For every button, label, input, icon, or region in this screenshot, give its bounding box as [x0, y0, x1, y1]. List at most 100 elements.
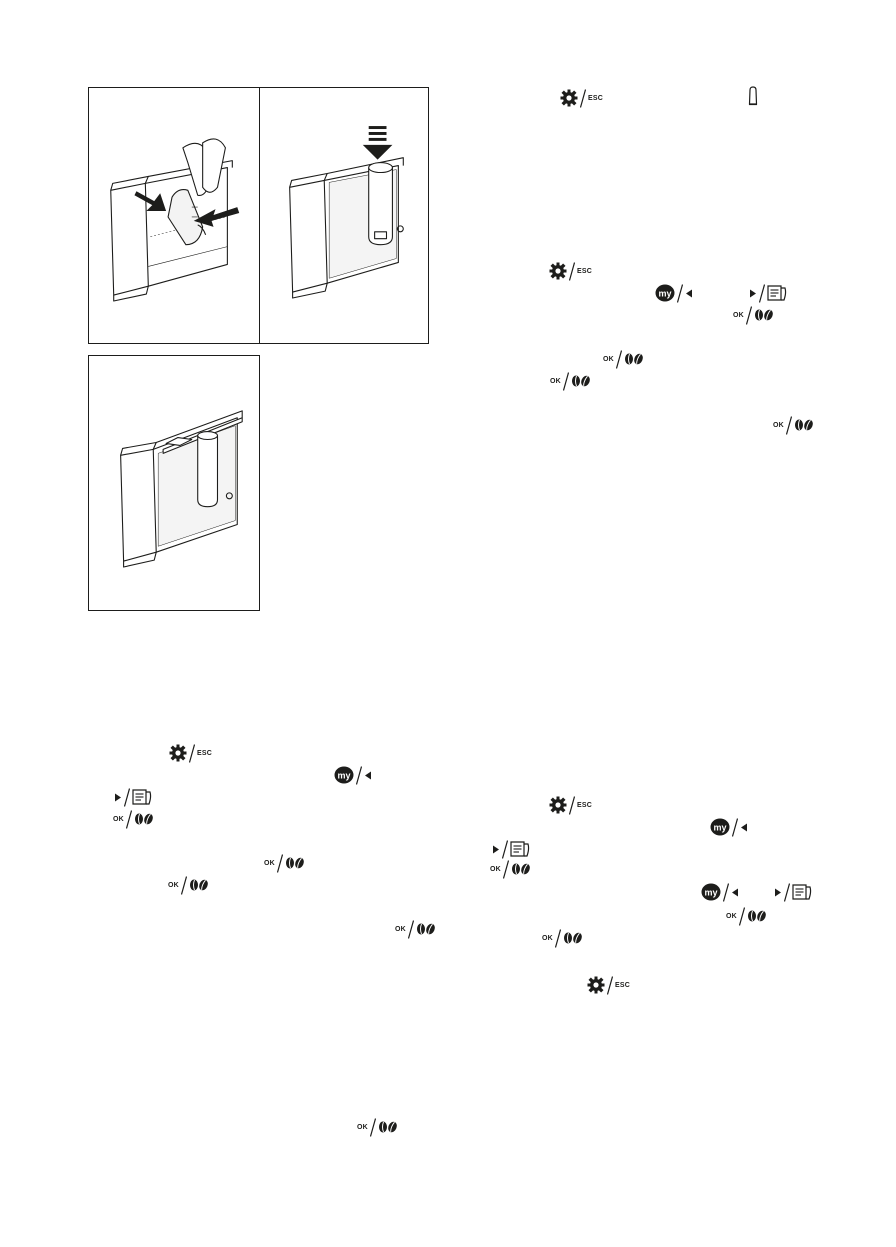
- my-left-symbol: my: [710, 817, 748, 837]
- slash-icon: [745, 305, 752, 325]
- coffee-beans-icon: [624, 353, 643, 365]
- slash-icon: [569, 795, 575, 815]
- slash-icon: [784, 882, 790, 902]
- water-tank-filter-press-illustration: [289, 126, 404, 299]
- esc-label: ESC: [615, 981, 630, 989]
- settings-esc-symbol: ESC: [169, 743, 212, 763]
- menu-list-icon: [510, 840, 530, 857]
- svg-text:my: my: [658, 289, 671, 299]
- my-button-icon: my: [701, 883, 721, 901]
- coffee-beans-icon: [511, 863, 530, 875]
- slash-icon: [738, 906, 745, 926]
- ok-beans-symbol: OK: [733, 305, 774, 325]
- my-button-icon: my: [710, 818, 730, 836]
- coffee-beans-icon: [754, 309, 773, 321]
- svg-text:my: my: [713, 823, 726, 833]
- gear-icon: [560, 89, 578, 107]
- my-left-symbol: my: [701, 882, 739, 902]
- my-button-icon: my: [655, 284, 675, 302]
- ok-label: OK: [726, 912, 737, 920]
- ok-beans-symbol: OK: [395, 919, 436, 939]
- slash-icon: [607, 975, 613, 995]
- ok-beans-symbol: OK: [113, 809, 154, 829]
- slash-icon: [276, 853, 283, 873]
- coffee-beans-icon: [416, 923, 435, 935]
- water-tank-hand-insert-illustration: [110, 138, 240, 302]
- right-arrow-icon: [115, 793, 121, 801]
- gear-icon: [549, 262, 567, 280]
- menu-list-icon: [792, 883, 812, 900]
- filter-cartridge-symbol: [748, 86, 758, 106]
- my-left-symbol: my: [334, 765, 372, 785]
- slash-icon: [723, 882, 729, 902]
- ok-label: OK: [357, 1123, 368, 1131]
- coffee-beans-icon: [747, 910, 766, 922]
- coffee-beans-icon: [285, 857, 304, 869]
- left-arrow-icon: [365, 771, 371, 779]
- slash-icon: [759, 283, 765, 303]
- coffee-beans-icon: [571, 375, 590, 387]
- menu-list-icon: [132, 788, 152, 805]
- ok-label: OK: [603, 355, 614, 363]
- gear-icon: [169, 744, 187, 762]
- figure-press-filter: [259, 87, 429, 344]
- slash-icon: [180, 875, 187, 895]
- ok-beans-symbol: OK: [168, 875, 209, 895]
- slash-icon: [677, 283, 683, 303]
- left-arrow-icon: [686, 289, 692, 297]
- slash-icon: [580, 88, 586, 108]
- coffee-beans-icon: [563, 932, 582, 944]
- right-arrow-icon: [775, 888, 781, 896]
- settings-esc-symbol: ESC: [549, 795, 592, 815]
- gear-icon: [587, 976, 605, 994]
- ok-beans-symbol: OK: [357, 1117, 398, 1137]
- ok-label: OK: [264, 859, 275, 867]
- slash-icon: [356, 765, 362, 785]
- gear-icon: [549, 796, 567, 814]
- ok-beans-symbol: OK: [603, 349, 644, 369]
- ok-label: OK: [773, 421, 784, 429]
- slash-icon: [407, 919, 414, 939]
- svg-text:my: my: [704, 888, 717, 898]
- right-arrow-icon: [493, 845, 499, 853]
- esc-label: ESC: [588, 94, 603, 102]
- slash-icon: [732, 817, 738, 837]
- coffee-beans-icon: [134, 813, 153, 825]
- settings-esc-symbol: ESC: [560, 88, 603, 108]
- ok-beans-symbol: OK: [490, 859, 531, 879]
- slash-icon: [569, 261, 575, 281]
- right-menu-symbol: [749, 283, 787, 303]
- slash-icon: [562, 371, 569, 391]
- esc-label: ESC: [577, 267, 592, 275]
- my-button-icon: my: [334, 766, 354, 784]
- esc-label: ESC: [197, 749, 212, 757]
- slash-icon: [785, 415, 792, 435]
- menu-list-icon: [767, 284, 787, 301]
- ok-beans-symbol: OK: [542, 928, 583, 948]
- water-tank-installed-filter-illustration: [120, 410, 243, 568]
- right-menu-symbol: [114, 787, 152, 807]
- ok-label: OK: [733, 311, 744, 319]
- slash-icon: [554, 928, 561, 948]
- coffee-beans-icon: [189, 879, 208, 891]
- slash-icon: [615, 349, 622, 369]
- slash-icon: [369, 1117, 376, 1137]
- ok-label: OK: [490, 865, 501, 873]
- settings-esc-symbol: ESC: [587, 975, 630, 995]
- right-menu-symbol: [492, 839, 530, 859]
- slash-icon: [189, 743, 195, 763]
- ok-beans-symbol: OK: [726, 906, 767, 926]
- slash-icon: [502, 859, 509, 879]
- filter-cartridge-icon: [748, 86, 758, 106]
- settings-esc-symbol: ESC: [549, 261, 592, 281]
- figure-installed-filter: [88, 355, 260, 611]
- ok-label: OK: [542, 934, 553, 942]
- ok-label: OK: [113, 815, 124, 823]
- my-left-symbol: my: [655, 283, 693, 303]
- esc-label: ESC: [577, 801, 592, 809]
- left-arrow-icon: [741, 823, 747, 831]
- ok-beans-symbol: OK: [264, 853, 305, 873]
- left-arrow-icon: [732, 888, 738, 896]
- figure-insert-filter: [88, 87, 260, 344]
- slash-icon: [502, 839, 508, 859]
